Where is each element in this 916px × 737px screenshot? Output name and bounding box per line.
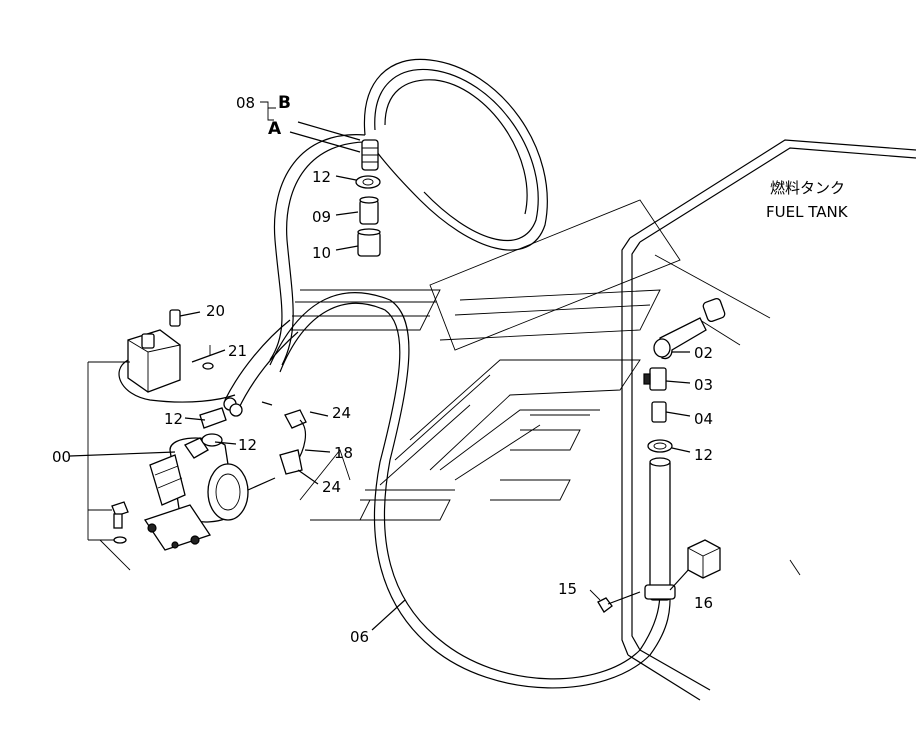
callout-24-top: 24 <box>332 404 351 422</box>
callout-02: 02 <box>694 344 713 362</box>
bolt-washer-left <box>88 501 131 571</box>
callout-21: 21 <box>228 342 247 360</box>
bracket-16 <box>687 539 721 579</box>
callout-24-bottom: 24 <box>322 478 341 496</box>
bolt-15 <box>589 589 641 613</box>
callout-10: 10 <box>312 244 331 262</box>
callout-08: 08 <box>236 94 255 112</box>
fuel-tank-label: 燃料タンク FUEL TANK <box>766 179 849 221</box>
callout-18: 18 <box>334 444 353 462</box>
callout-16: 16 <box>694 594 713 612</box>
upper-fittings <box>289 121 381 257</box>
callout-A: A <box>268 119 282 139</box>
hose-06 <box>269 58 671 689</box>
callout-00: 00 <box>52 448 71 466</box>
fuel-tank <box>621 139 916 701</box>
relay-box <box>87 309 236 540</box>
watermark-shapes <box>290 199 681 521</box>
callout-15: 15 <box>558 580 577 598</box>
callout-12-top: 12 <box>312 168 331 186</box>
fittings-stack <box>643 298 726 453</box>
callouts: 08 B A 12 09 10 20 21 12 12 00 24 18 24 … <box>52 93 713 646</box>
callout-09: 09 <box>312 208 331 226</box>
callout-04: 04 <box>694 410 713 428</box>
callout-20: 20 <box>206 302 225 320</box>
callout-06: 06 <box>350 628 369 646</box>
tank-label-en: FUEL TANK <box>766 203 849 221</box>
suction-pipe <box>644 457 691 601</box>
callout-03: 03 <box>694 376 713 394</box>
callout-B: B <box>278 93 291 113</box>
callout-12-left: 12 <box>164 410 183 428</box>
fuel-pump <box>69 407 276 551</box>
tank-label-jp: 燃料タンク <box>770 179 845 197</box>
callout-12-right: 12 <box>694 446 713 464</box>
callout-12-mid: 12 <box>238 436 257 454</box>
pump-hoses <box>223 319 331 485</box>
